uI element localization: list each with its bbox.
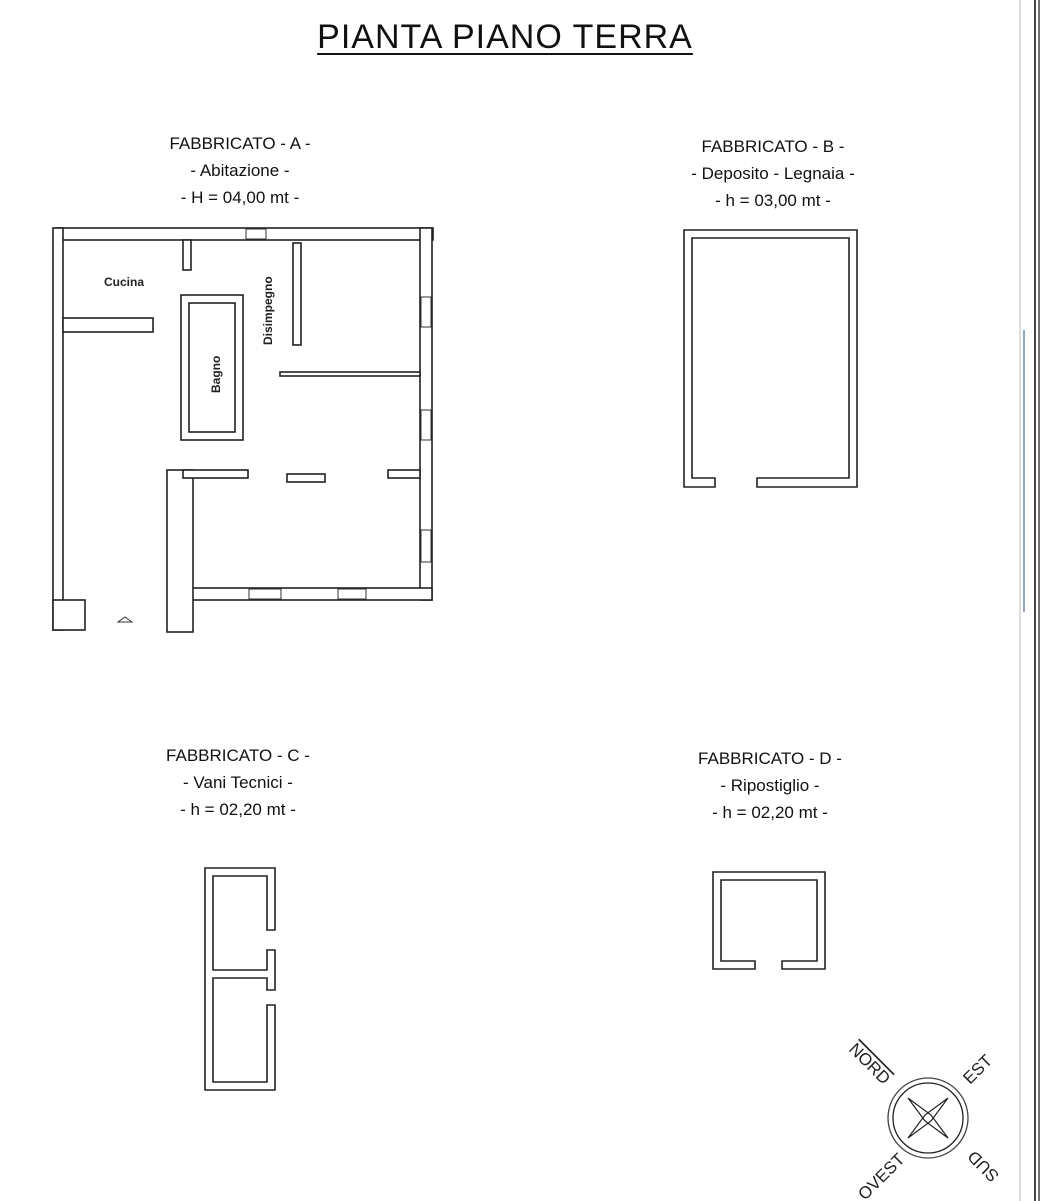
wall [387, 469, 421, 479]
building-b-label: FABBRICATO - B - - Deposito - Legnaia - … [623, 133, 923, 214]
wall [182, 469, 249, 479]
building-a-name: FABBRICATO - A - [169, 134, 311, 153]
building-a-plan: Cucina Disimpegno Bagno [52, 227, 434, 633]
building-c-height: - h = 02,20 mt - [180, 800, 296, 819]
building-c-plan [204, 867, 276, 1091]
building-c-use: - Vani Tecnici - [183, 773, 293, 792]
building-b-name: FABBRICATO - B - [701, 137, 845, 156]
window [337, 588, 367, 600]
wall [286, 473, 326, 483]
compass-outer-ring [887, 1077, 969, 1159]
building-c-label: FABBRICATO - C - - Vani Tecnici - - h = … [88, 742, 388, 823]
wall [182, 239, 192, 271]
building-d-use: - Ripostiglio - [720, 776, 820, 795]
window [245, 228, 267, 240]
wall [62, 317, 154, 333]
building-d-height: - h = 02,20 mt - [712, 803, 828, 822]
bagno-interior [188, 302, 236, 433]
room-label-cucina: Cucina [104, 275, 144, 289]
wall [179, 587, 433, 601]
wall [52, 599, 86, 631]
building-b-plan [683, 229, 858, 488]
window [248, 588, 282, 600]
compass-rose: NORD EST SUD OVEST [845, 1039, 1003, 1201]
wall [279, 371, 421, 377]
wall [54, 227, 434, 241]
window [420, 409, 432, 441]
window [420, 529, 432, 563]
adjacent-drawing-edge [1019, 0, 1040, 1201]
building-a-height: - H = 04,00 mt - [180, 188, 300, 207]
building-b-height: - h = 03,00 mt - [715, 191, 831, 210]
compass-north: NORD [845, 1039, 894, 1088]
compass-inner-ring [892, 1082, 964, 1154]
wall [683, 229, 858, 488]
wall [712, 871, 826, 970]
building-a-label: FABBRICATO - A - - Abitazione - - H = 04… [90, 130, 390, 211]
compass-south: SUD [964, 1147, 1003, 1186]
compass-west: OVEST [854, 1150, 908, 1201]
building-d-plan [712, 871, 826, 970]
window [420, 296, 432, 328]
wall [52, 227, 64, 631]
entrance-marker-icon [116, 616, 134, 623]
compass-east: EST [959, 1051, 996, 1088]
room-label-disimpegno: Disimpegno [261, 276, 275, 345]
building-b-use: - Deposito - Legnaia - [691, 164, 855, 183]
wall [292, 242, 302, 346]
wall [166, 469, 194, 633]
page-title: PIANTA PIANO TERRA [317, 18, 693, 56]
building-d-name: FABBRICATO - D - [698, 749, 842, 768]
building-c-name: FABBRICATO - C - [166, 746, 310, 765]
wall [204, 867, 276, 1091]
compass-star-icon [907, 1097, 949, 1139]
building-a-use: - Abitazione - [190, 161, 290, 180]
building-d-label: FABBRICATO - D - - Ripostiglio - - h = 0… [620, 745, 920, 826]
room-label-bagno: Bagno [209, 356, 223, 393]
